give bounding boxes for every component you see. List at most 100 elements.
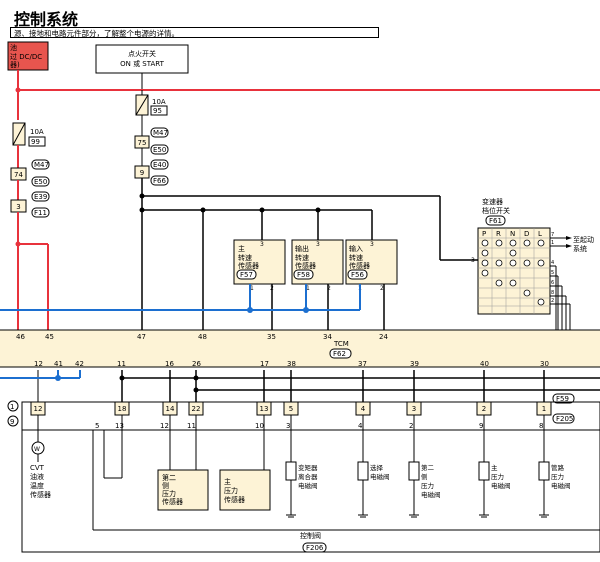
tcm-top-pin-35: 35 [267,333,276,341]
valve-pin-1: 1 [542,405,546,413]
power-source-line-3: 器) [10,61,20,69]
rs-pin-1: 1 [551,240,554,246]
temp-sensor-label-3: 温度 [30,481,44,490]
tcm-bot-pin-17: 17 [260,360,269,368]
range-switch-conn: F61 [489,217,502,225]
left-pin-1: 74 [14,171,23,179]
rs-pin-2: 2 [551,298,554,304]
power-source-line-1: 池 [10,43,17,52]
conn-left-3: E39 [34,193,47,201]
tcm-bot-pin-30: 30 [540,360,549,368]
valve-left-ref-1: 1 [10,403,14,411]
tcm-top-pin-46: 46 [16,333,25,341]
fuse-center-num-box [150,105,168,116]
tcm-bot-pin-40: 40 [480,360,489,368]
fuse-left-link [12,122,26,146]
inner-pin-13: 13 [115,422,124,430]
sensor-2-conn: F58 [297,271,310,279]
tcm-top-pin-48: 48 [198,333,207,341]
ignition-switch-line-2: ON 或 START [120,59,165,68]
ignition-switch-box [95,44,189,74]
tcm-conn: F62 [333,350,346,358]
pri-pressure-label-1: 主 [224,477,231,486]
control-valve-conn-box [302,542,327,553]
conn-left-2-box [31,176,50,187]
power-source-line-2: 过 DC/DC [10,52,42,61]
start-label-2: 系统 [573,244,587,253]
valve-conn-right-2-box [552,413,575,424]
tcm-bot-pin-37: 37 [358,360,367,368]
valve-pin-13: 13 [260,405,269,413]
conn-left-3-box [31,191,50,202]
temp-sensor-glyph: W [34,446,40,453]
solenoid-1-label-2: 离合器 [298,472,318,481]
valve-pin-4: 4 [361,405,366,413]
left-pin-2: 3 [16,203,20,211]
inner-pin-2: 2 [409,422,413,430]
inner-pin-3: 3 [286,422,290,430]
inner-pin-8: 8 [539,422,543,430]
start-arrow-2 [566,244,572,248]
tcm-bot-pin-38: 38 [287,360,296,368]
start-arrow-1 [566,236,572,240]
conn-left-4: F11 [34,209,47,217]
center-pin-1: 75 [138,139,147,147]
conn-center-4: F66 [153,177,166,185]
pos-l: L [538,230,542,238]
fuse-center-amp: 10A [152,98,166,106]
valve-conn-right-1-box [552,393,575,404]
control-valve-conn: F206 [306,544,324,552]
sensor-3-label-3: 传感器 [349,261,370,270]
sensor-1-label-3: 传感器 [238,261,259,270]
solenoid-3-label-4: 电磁阀 [421,490,441,499]
rs-pin-6: 6 [551,280,554,286]
pos-n: N [510,230,515,238]
sensor-2-label-3: 传感器 [295,261,316,270]
ignition-switch-line-1: 点火开关 [128,49,156,58]
inner-pin-4: 4 [358,422,363,430]
sec-pressure-label-3: 压力 [162,489,176,498]
sec-pressure-label-2: 侧 [162,481,169,490]
sensor-1-pin-1: 1 [250,285,254,292]
conn-center-2-box [150,144,169,155]
rs-pin-4: 4 [551,260,554,266]
solenoid-4-label-2: 压力 [491,472,504,481]
conn-left-2: E50 [34,178,47,186]
valve-conn-right-1: F59 [556,395,569,403]
inner-pin-10: 10 [255,422,264,430]
sensor-1-label-2: 转速 [238,253,252,262]
fuse-center-link [135,94,149,116]
splice-2 [139,207,145,213]
sensor-1-conn: F57 [240,271,253,279]
pos-r: R [496,230,501,238]
range-switch-title-1: 变速器 [482,197,503,206]
pos-p: P [482,230,486,238]
valve-left-ref-1-circle [7,400,19,412]
tcm-bot-pin-26: 26 [192,360,201,368]
tcm-bot-pin-39: 39 [410,360,419,368]
valve-conn-right-2: F205 [556,415,573,423]
valve-pin-18: 18 [118,405,127,413]
range-switch-title-2: 档位开关 [482,206,510,215]
temp-sensor-label-4: 传感器 [30,490,51,499]
valve-pin-14: 14 [166,405,175,413]
solenoid-5-label-1: 管路 [551,463,565,472]
fuse-center-num: 95 [153,107,162,115]
valve-pin-12: 12 [34,405,43,413]
tcm-band [0,330,600,367]
tcm-label: TCM [333,340,349,348]
tcm-bot-pin-42: 42 [75,360,84,368]
range-switch-input-pin: 3 [471,257,475,264]
sensor-1-label-1: 主 [238,244,245,253]
sensor-2-label-2: 转速 [295,253,309,262]
sensor-2-pin-1: 1 [306,285,310,292]
solenoid-4-label-3: 电磁阀 [491,481,511,490]
inner-pin-9: 9 [479,422,483,430]
sensor-1-pin-3: 3 [260,241,264,248]
solenoid-2-label-2: 电磁阀 [370,472,390,481]
inner-pin-5: 5 [95,422,99,430]
page-subtitle: 源、接地和电路元件部分，了解整个电源的详情。 [10,27,379,38]
fuse-left-num: 99 [31,138,40,146]
blue-splice-1 [247,307,253,313]
